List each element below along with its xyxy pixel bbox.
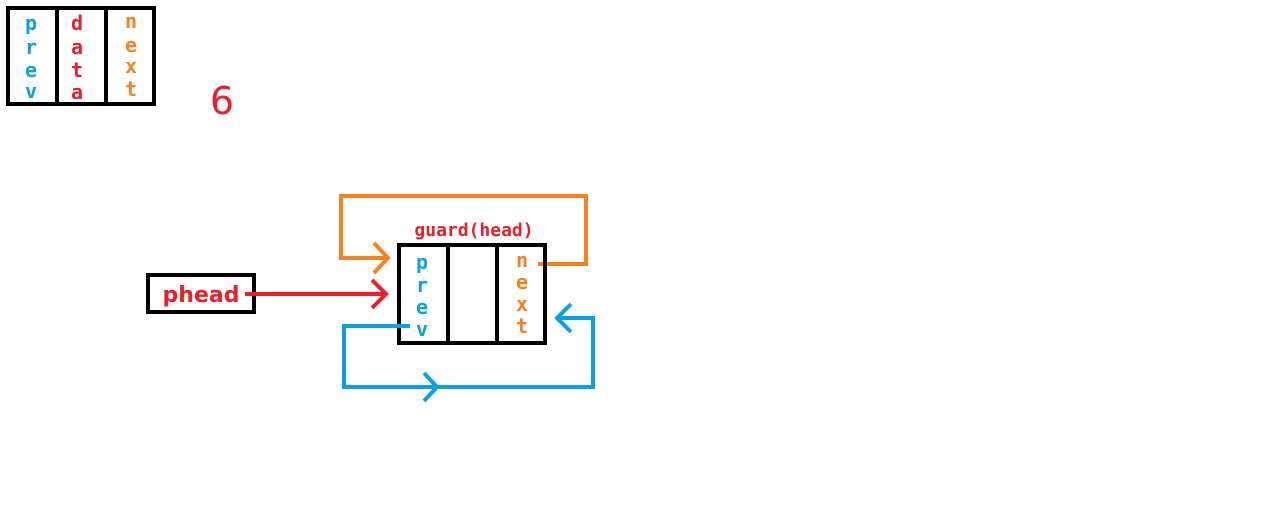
legend-next-letter: t (125, 77, 137, 101)
legend-next-letter: n (125, 9, 137, 33)
legend-prev-letter: r (25, 35, 37, 59)
legend-data-letter: d (71, 11, 83, 35)
legend-next-letter: e (125, 33, 137, 57)
legend-node: p r e v d a t a n e x t (6, 6, 156, 106)
guard-node-border (397, 243, 547, 345)
guard-prev-letter: p (416, 250, 428, 274)
legend-data-letter: t (71, 58, 83, 82)
legend-prev-letter: v (25, 79, 37, 103)
phead-box-border (146, 273, 256, 314)
legend-next-letter: x (125, 54, 137, 78)
legend-data-letter: a (71, 80, 83, 104)
count-label: 6 (210, 79, 234, 123)
phead-label: phead (163, 283, 240, 308)
next-self-pointer (339, 194, 588, 275)
legend-prev-letter: p (25, 11, 37, 35)
prev-self-pointer (342, 302, 595, 403)
guard-next-letter: e (516, 270, 528, 294)
phead-pointer-box: phead (146, 273, 256, 314)
legend-node-border (6, 6, 156, 106)
guard-node: p r e v n e x t (397, 243, 547, 345)
guard-prev-letter: v (416, 317, 428, 341)
guard-prev-letter: e (416, 295, 428, 319)
phead-arrow (245, 278, 389, 310)
guard-next-letter: t (516, 314, 528, 338)
guard-next-letter: x (516, 292, 528, 316)
legend-data-letter: a (71, 35, 83, 59)
guard-next-letter: n (516, 248, 528, 272)
legend-prev-letter: e (25, 58, 37, 82)
guard-title: guard(head) (414, 220, 533, 241)
guard-prev-letter: r (416, 273, 428, 297)
